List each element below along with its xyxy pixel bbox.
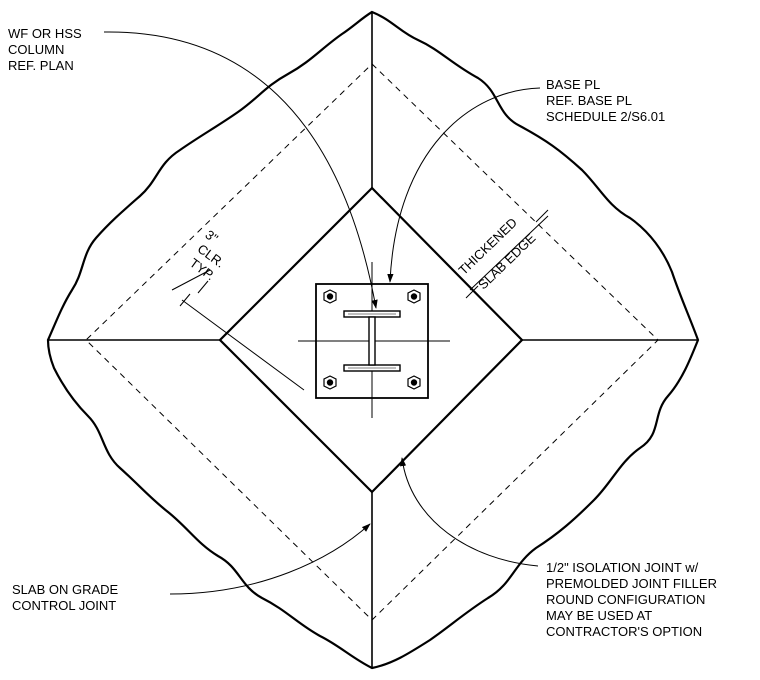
anchor-bolt-bottom-left <box>323 375 337 390</box>
column-label-line2: COLUMN <box>8 42 64 57</box>
wf-column-section <box>343 310 401 372</box>
clear-label: 3" CLR. TYP. <box>187 227 228 283</box>
isolation-joint-label-line1: 1/2" ISOLATION JOINT w/ <box>546 560 699 575</box>
control-joint-leader <box>169 523 371 595</box>
base-plate-label-line2: REF. BASE PL <box>546 93 632 108</box>
control-joint-label-line1: SLAB ON GRADE <box>12 582 119 597</box>
control-joint-label-line2: CONTROL JOINT <box>12 598 116 613</box>
isolation-joint-label-line5: CONTRACTOR'S OPTION <box>546 624 702 639</box>
column-leader <box>103 31 378 309</box>
isolation-joint-label-line2: PREMOLDED JOINT FILLER <box>546 576 717 591</box>
slab-edge-dimension <box>465 209 549 299</box>
isolation-joint-label-line4: MAY BE USED AT <box>546 608 652 623</box>
anchor-bolt-top-right <box>407 289 421 304</box>
slab-edge-label: THICKENED SLAB EDGE <box>455 215 538 292</box>
isolation-joint-leader <box>399 457 539 567</box>
base-plate-label-line1: BASE PL <box>546 77 600 92</box>
slab-break-outline <box>46 10 700 670</box>
base-plate-leader <box>387 87 541 283</box>
anchor-bolt-bottom-right <box>407 375 421 390</box>
isolation-joint-diamond <box>218 186 524 494</box>
anchor-bolt-top-left <box>323 289 337 304</box>
base-plate-label-line3: SCHEDULE 2/S6.01 <box>546 109 665 124</box>
column-label-line3: REF. PLAN <box>8 58 74 73</box>
column-label-line1: WF OR HSS <box>8 26 82 41</box>
isolation-joint-label-line3: ROUND CONFIGURATION <box>546 592 705 607</box>
clear-dimension <box>171 269 305 391</box>
